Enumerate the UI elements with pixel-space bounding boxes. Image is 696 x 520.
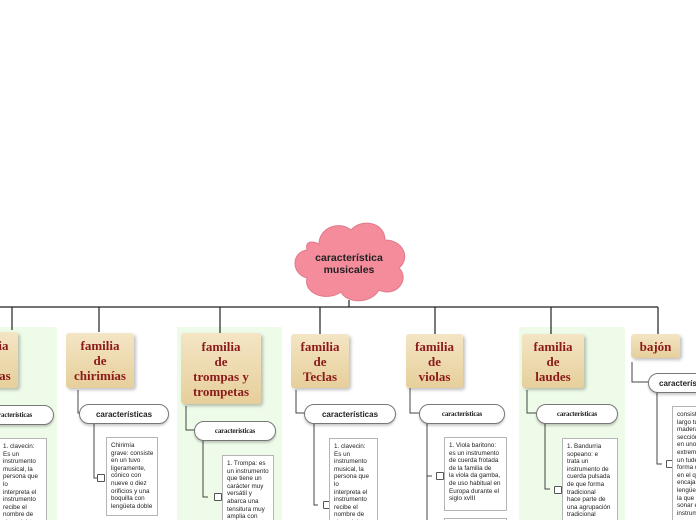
checkbox-icon[interactable] [436, 472, 444, 480]
family-node-teclas[interactable]: familia de Teclas [291, 334, 349, 388]
family-node-laudes[interactable]: familia de laudes [522, 334, 584, 388]
note-cuerdas-1[interactable]: 1. clavecin: Es un instrumento musical, … [0, 438, 47, 520]
note-teclas-1[interactable]: 1. clavecin: Es un instrumento musical, … [329, 438, 378, 520]
checkbox-icon[interactable] [97, 474, 105, 482]
note-violas-2[interactable] [444, 518, 507, 520]
family-node-cuerdas[interactable]: familia de cuerdas [0, 332, 18, 388]
caracteristicas-node-violas[interactable]: características [419, 404, 505, 424]
family-label: familia de cuerdas [0, 337, 11, 383]
family-node-trompas[interactable]: familia de trompas y trompetas [181, 333, 261, 404]
family-node-violas[interactable]: familia de violas [406, 334, 463, 388]
checkbox-icon[interactable] [554, 486, 562, 494]
family-label: familia de Teclas [300, 338, 340, 384]
caracteristicas-node-trompas[interactable]: características [194, 421, 276, 441]
note-trompas-1[interactable]: 1. Trompa: es un instrumento que tiene u… [222, 455, 274, 520]
caracteristicas-node-chirimias[interactable]: características [79, 404, 169, 424]
caracteristicas-node-cuerdas[interactable]: características [0, 405, 54, 425]
note-laudes-1[interactable]: 1. Bandurria sopeano: e trata un instrum… [562, 438, 618, 520]
family-label: familia de chirimías [74, 338, 126, 383]
caracteristicas-node-bajon[interactable]: características [648, 373, 696, 393]
note-bajon-1[interactable]: consiste en un largo tubo de madera de s… [672, 406, 696, 520]
caracteristicas-node-laudes[interactable]: características [536, 404, 618, 424]
root-topic-label[interactable]: característica musicales [315, 252, 383, 276]
caracteristicas-node-teclas[interactable]: características [304, 404, 396, 424]
checkbox-icon[interactable] [214, 493, 222, 501]
family-node-bajon[interactable]: bajón [631, 334, 680, 358]
note-violas-1[interactable]: 1. Viola baritono: es un instrumento de … [444, 437, 507, 511]
family-label: familia de trompas y trompetas [192, 338, 250, 399]
family-label: familia de laudes [533, 338, 573, 384]
family-label: bajón [639, 338, 672, 354]
family-label: familia de violas [415, 338, 454, 384]
root-cloud-shape[interactable] [289, 218, 409, 302]
note-chirimias-1[interactable]: Chirimía grave: consiste en un tuvo lige… [106, 437, 158, 516]
family-node-chirimias[interactable]: familia de chirimías [66, 333, 134, 388]
